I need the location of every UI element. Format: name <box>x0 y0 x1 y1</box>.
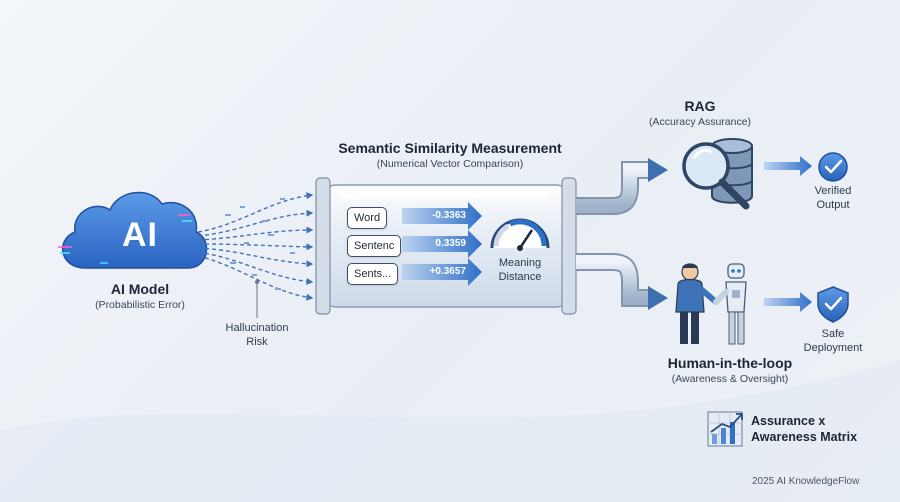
meaning-distance-label: Meaning Distance <box>484 256 556 284</box>
flow-particles <box>225 198 295 290</box>
hallucination-line-2: Risk <box>246 336 268 348</box>
hallucination-line-1: Hallucination <box>225 322 289 334</box>
ai-cloud-icon <box>58 191 208 269</box>
hitl-header: Human-in-the-loop (Awareness & Oversight… <box>640 355 820 385</box>
row-value-sentence: 0.3359 <box>435 238 466 249</box>
ai-cloud-text: AI <box>122 216 158 254</box>
human-robot-handshake-icon <box>675 263 747 345</box>
verified-check-icon <box>818 152 848 182</box>
rag-title: RAG <box>684 98 716 114</box>
semantic-subtitle: (Numerical Vector Comparison) <box>376 158 524 170</box>
verified-output-line-1: Verified <box>814 185 852 197</box>
rag-output-arrow <box>764 156 812 176</box>
matrix-line-1: Assurance x <box>751 414 826 428</box>
hitl-title: Human-in-the-loop <box>667 355 793 371</box>
data-flow-lines <box>197 192 314 301</box>
background-swoosh <box>0 360 900 502</box>
hitl-output-arrow <box>764 292 812 312</box>
pipe-lower <box>576 253 668 310</box>
gauge-icon <box>490 218 550 251</box>
value-arrows <box>402 202 482 286</box>
safe-deployment-label: Safe Deployment <box>796 327 870 355</box>
rag-header: RAG (Accuracy Assurance) <box>630 98 770 128</box>
footer-credit: 2025 AI KnowledgeFlow <box>752 476 860 487</box>
safe-deployment-line-2: Deployment <box>803 342 863 354</box>
verified-output-label: Verified Output <box>798 184 868 212</box>
semantic-title: Semantic Similarity Measurement <box>338 140 562 156</box>
row-label-sents: Sents... <box>347 263 399 285</box>
pipe-upper <box>576 158 668 215</box>
ai-model-title: AI Model <box>110 281 170 297</box>
rag-database-magnifier-icon <box>682 138 753 210</box>
gauge-label-line-1: Meaning <box>498 257 542 269</box>
shield-check-icon <box>817 286 849 323</box>
row-label-sentence: Sentenc <box>347 235 402 257</box>
ai-model-subtitle: (Probabilistic Error) <box>95 299 185 311</box>
matrix-chart-icon <box>707 411 743 447</box>
rag-subtitle: (Accuracy Assurance) <box>648 116 752 128</box>
row-label-word: Word <box>347 207 388 229</box>
gauge-label-line-2: Distance <box>498 271 542 283</box>
assurance-matrix-label: Assurance x Awareness Matrix <box>751 413 881 445</box>
semantic-header: Semantic Similarity Measurement (Numeric… <box>300 140 600 170</box>
hitl-subtitle: (Awareness & Oversight) <box>671 373 789 385</box>
hallucination-risk-label: Hallucination Risk <box>212 321 302 349</box>
matrix-line-2: Awareness Matrix <box>751 430 858 444</box>
row-value-sents: +0.3657 <box>429 266 466 277</box>
verified-output-line-2: Output <box>816 199 850 211</box>
row-value-word: -0.3363 <box>432 210 466 221</box>
safe-deployment-line-1: Safe <box>821 328 845 340</box>
ai-model-label-group: AI Model (Probabilistic Error) <box>60 281 220 311</box>
